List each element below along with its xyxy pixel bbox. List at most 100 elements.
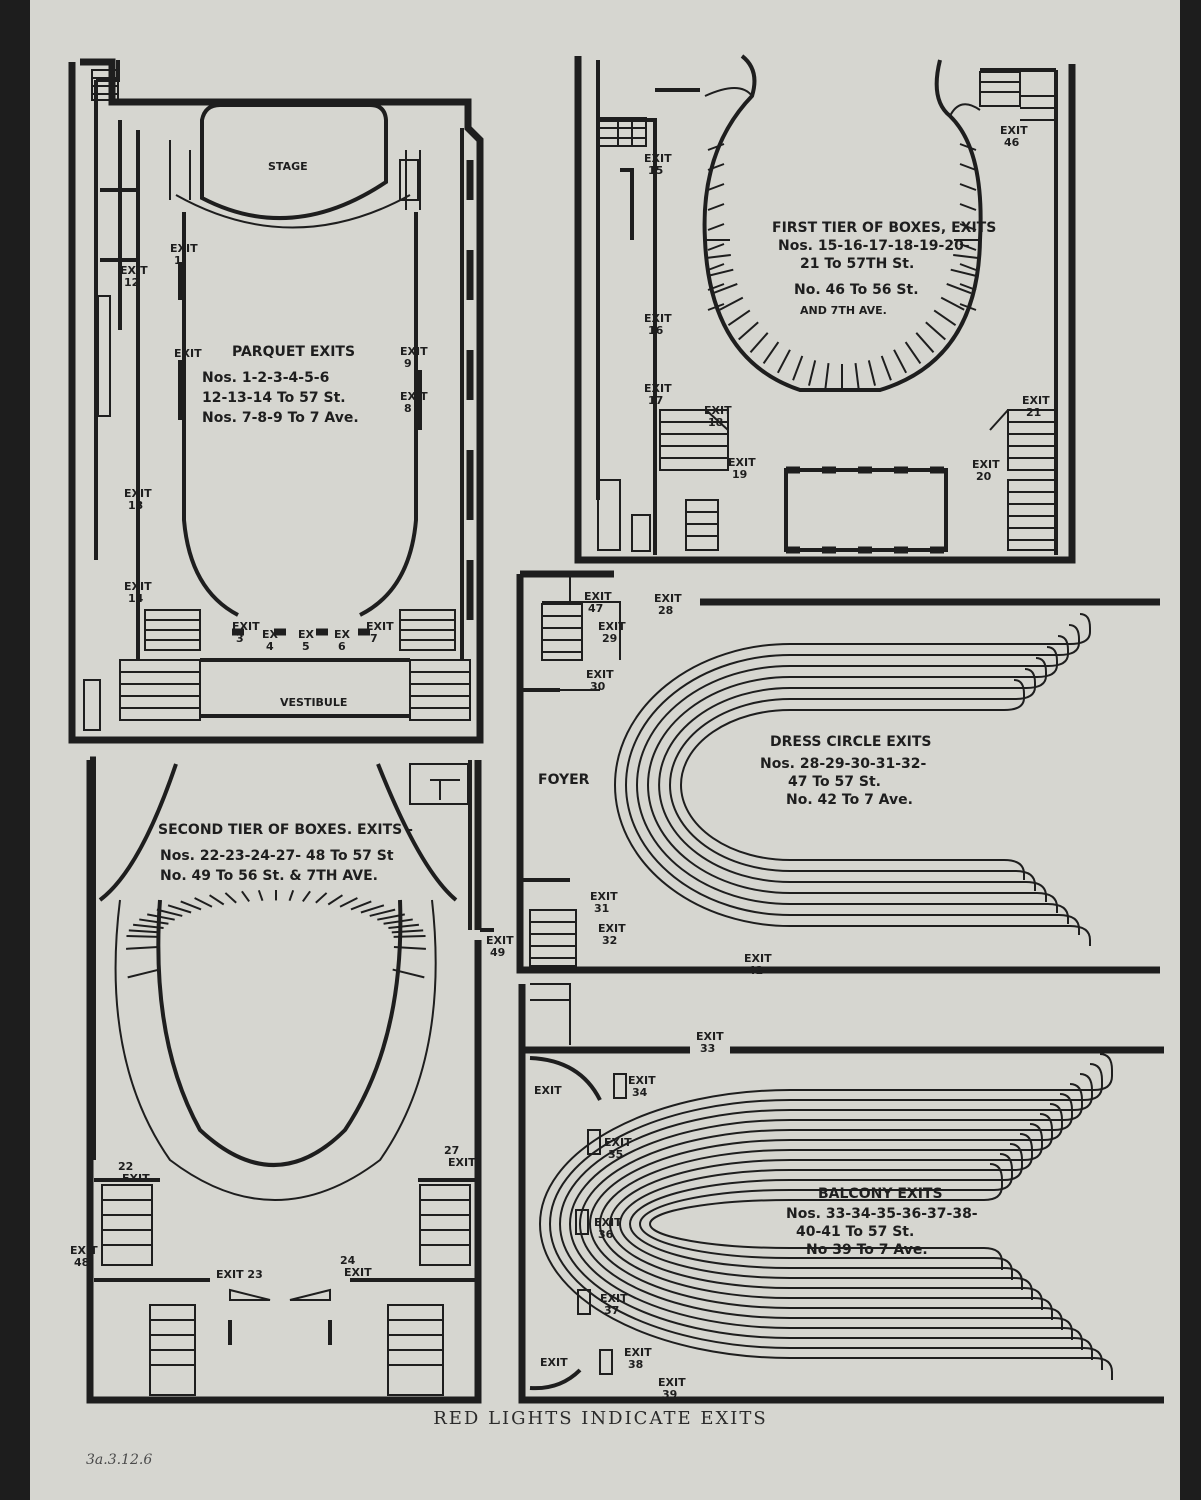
box-partition <box>880 355 892 381</box>
seating-row <box>625 624 1080 935</box>
box-partition <box>707 143 725 151</box>
dress-circle-line-1: Nos. 28-29-30-31-32- <box>760 756 927 772</box>
box-partition <box>127 968 160 979</box>
seating-row <box>669 668 1036 891</box>
box-partition <box>959 203 977 211</box>
box-partition <box>209 894 225 906</box>
box-partition <box>959 183 977 191</box>
box-partition <box>288 889 295 901</box>
first-tier-line-2: 21 To 57TH St. <box>800 256 914 272</box>
box-partition <box>388 923 420 929</box>
box-partition <box>257 889 264 901</box>
seating-row <box>599 1113 1053 1320</box>
box-partition <box>224 892 237 904</box>
balcony-box <box>587 1129 601 1155</box>
first-tier-plan <box>574 54 1076 564</box>
box-partition <box>339 897 358 908</box>
box-partition <box>126 935 159 938</box>
seating-row <box>559 1073 1093 1360</box>
box-partition <box>377 913 405 921</box>
box-partition <box>139 918 169 925</box>
program-page <box>30 0 1180 1500</box>
seating-row <box>609 1123 1043 1310</box>
first-tier-line-3: No. 46 To 56 St. <box>794 282 919 298</box>
box-partition <box>167 904 192 914</box>
box-partition <box>383 918 413 925</box>
seating-row <box>569 1083 1083 1350</box>
box-partition <box>707 303 725 311</box>
box-partition <box>707 203 725 211</box>
archive-stamp: 3a.3.12.6 <box>86 1452 153 1468</box>
box-partition <box>180 900 202 911</box>
box-partition <box>808 360 817 386</box>
first-tier-line-4: AND 7TH AVE. <box>800 304 887 317</box>
box-partition <box>707 243 725 251</box>
vestibule-label: VESTIBULE <box>280 696 347 709</box>
box-partition <box>391 929 424 934</box>
balcony-box <box>613 1073 627 1099</box>
box-partition <box>904 341 922 365</box>
box-partition <box>194 897 213 908</box>
seating-row <box>579 1093 1073 1340</box>
box-partition <box>925 321 946 341</box>
box-partition <box>854 362 860 390</box>
box-partition <box>727 309 751 327</box>
seating-row <box>658 657 1047 902</box>
box-partition <box>327 894 343 906</box>
parquet-line-2: 12-13-14 To 57 St. <box>202 390 346 406</box>
second-tier-heading: SECOND TIER OF BOXES. EXITS - <box>158 822 413 838</box>
second-tier-line-2: No. 49 To 56 St. & 7TH AVE. <box>160 868 378 884</box>
box-partition <box>132 923 164 929</box>
box-partition <box>915 332 935 353</box>
box-partition <box>393 945 426 950</box>
box-partition <box>953 253 980 260</box>
box-partition <box>241 890 250 903</box>
first-tier-heading: FIRST TIER OF BOXES, EXITS <box>772 220 996 236</box>
box-partition <box>749 332 769 353</box>
balcony-line-1: Nos. 33-34-35-36-37-38- <box>786 1206 978 1222</box>
box-partition <box>738 321 759 341</box>
box-partition <box>792 355 804 381</box>
box-partition <box>147 913 175 921</box>
box-partition <box>302 890 311 903</box>
box-partition <box>959 223 977 231</box>
parquet-line-3: Nos. 7-8-9 To 7 Ave. <box>202 410 359 426</box>
balcony-plan <box>518 983 1164 1404</box>
box-partition <box>707 283 725 291</box>
parquet-heading: PARQUET EXITS <box>232 344 355 360</box>
seating-row <box>680 679 1025 880</box>
exit-labels: STAGE VESTIBULE PARQUET EXITS Nos. 1-2-3… <box>70 124 1050 1401</box>
stage-label: STAGE <box>268 160 308 173</box>
seating-row <box>649 1163 1003 1270</box>
box-partition <box>762 341 780 365</box>
seating-row <box>549 1063 1103 1370</box>
box-partition <box>707 163 725 171</box>
box-partition <box>315 892 328 904</box>
box-partition <box>350 900 372 911</box>
box-partition <box>959 263 977 271</box>
box-partition <box>719 296 744 311</box>
exit-label: EXIT <box>534 1084 562 1097</box>
box-partition <box>156 908 183 917</box>
box-partition <box>959 283 977 291</box>
box-partition <box>959 163 977 171</box>
